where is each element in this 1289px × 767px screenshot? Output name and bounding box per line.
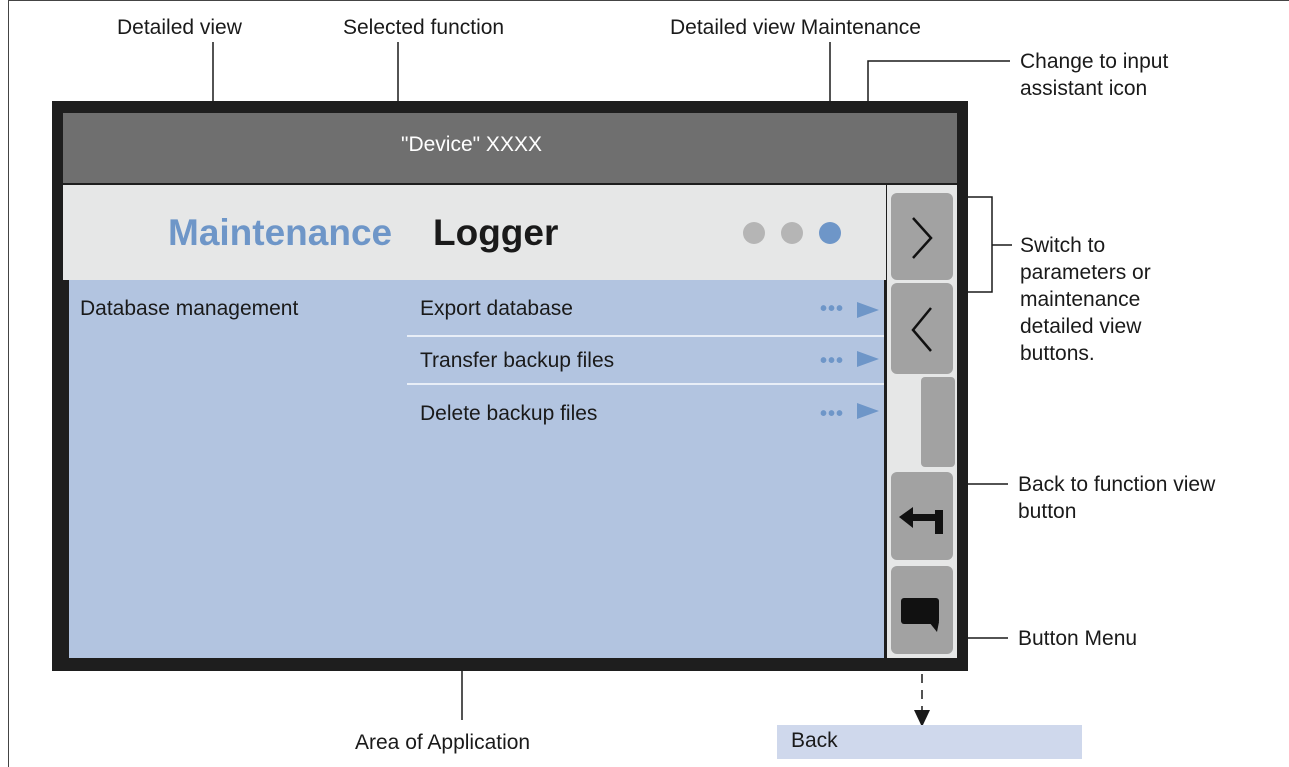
section-label: Database management: [80, 297, 299, 320]
previous-view-button[interactable]: [891, 283, 953, 374]
back-to-function-button[interactable]: [891, 472, 953, 560]
selected-function-label: Maintenance: [168, 212, 393, 253]
row-divider: [407, 335, 884, 337]
page-indicator-dot: [743, 222, 765, 244]
input-assistant-icon[interactable]: [857, 302, 879, 318]
menu-row-label[interactable]: Export database: [420, 297, 573, 320]
figure-frame: [8, 0, 1289, 767]
input-assistant-icon[interactable]: [857, 403, 879, 419]
application-area: [69, 280, 884, 658]
ellipsis-icon: •••: [820, 350, 845, 372]
detailed-view-label: Logger: [433, 212, 559, 253]
callout-area-of-application: Area of Application: [355, 731, 531, 754]
callout-button-menu: Button Menu: [1018, 627, 1138, 650]
callout-change-input-assistant: Change to input assistant icon: [1020, 50, 1169, 100]
input-assistant-icon[interactable]: [857, 351, 879, 367]
callout-switch-buttons: Switch to parameters or maintenance deta…: [1020, 234, 1151, 365]
speech-bubble-icon: [901, 598, 939, 632]
callout-detailed-view: Detailed view: [117, 16, 242, 39]
menu-row-label[interactable]: Transfer backup files: [420, 349, 615, 372]
page-indicator-dot: [781, 222, 803, 244]
callout-detailed-view-maintenance: Detailed view Maintenance: [670, 16, 921, 39]
ellipsis-icon: •••: [820, 403, 845, 425]
page-indicator-dot-active: [819, 222, 841, 244]
menu-row-label[interactable]: Delete backup files: [420, 402, 598, 425]
next-view-button[interactable]: [891, 193, 953, 280]
device-title-bar: [63, 113, 957, 183]
callout-back-to-function: Back to function view button: [1018, 473, 1216, 523]
menu-popup-bar[interactable]: [777, 725, 1082, 759]
empty-button-slot: [921, 377, 955, 467]
chevron-left-icon: [911, 307, 932, 352]
callout-selected-function: Selected function: [343, 16, 505, 39]
row-divider: [407, 383, 884, 385]
device-title: "Device" XXXX: [401, 133, 542, 156]
menu-button[interactable]: [891, 566, 953, 654]
return-arrow-icon: [899, 507, 943, 534]
ellipsis-icon: •••: [820, 298, 845, 320]
chevron-right-icon: [912, 217, 933, 259]
menu-popup-back-label[interactable]: Back: [791, 729, 838, 752]
